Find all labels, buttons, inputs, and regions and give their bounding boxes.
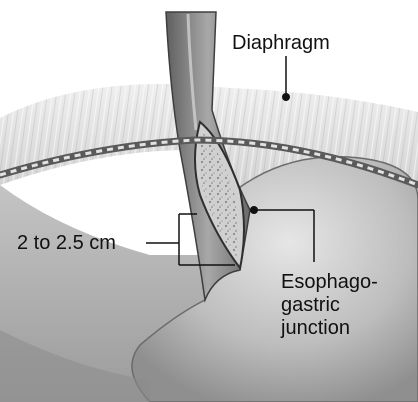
measurement-label: 2 to 2.5 cm	[17, 232, 116, 255]
diaphragm-label: Diaphragm	[232, 32, 330, 55]
diaphragm-leader	[282, 56, 290, 101]
junction-label: Esophago- gastric junction	[281, 271, 413, 340]
junction-label-line-3: junction	[281, 317, 413, 340]
junction-label-line-2: gastric	[281, 294, 413, 317]
junction-label-line-1: Esophago-	[281, 271, 413, 294]
